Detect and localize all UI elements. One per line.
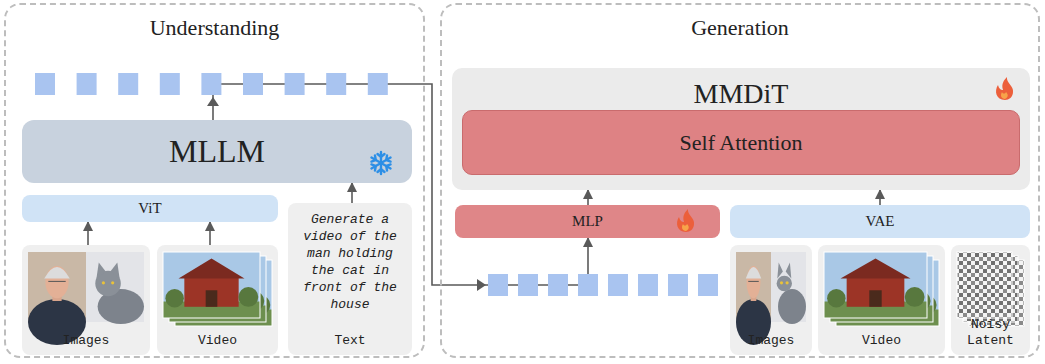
- encoder-box: VAE: [730, 205, 1030, 238]
- token: [488, 274, 508, 296]
- token: [201, 73, 221, 95]
- flow-arrow: [587, 190, 589, 205]
- projector-box: MLP: [455, 205, 720, 238]
- input-box: Generate a video of the man holding the …: [288, 203, 412, 355]
- token: [35, 73, 55, 95]
- token: [118, 73, 138, 95]
- token: [668, 274, 688, 296]
- token: [243, 73, 263, 95]
- flow-arrow: [879, 190, 881, 205]
- input-box: Images: [730, 245, 812, 355]
- token: [518, 274, 538, 296]
- node-label: Generate a video of the man holding the …: [292, 211, 408, 313]
- model-box: MLLM: [22, 120, 412, 183]
- flow-arrow: [87, 222, 89, 245]
- token: [326, 73, 346, 95]
- node-label: VAE: [866, 213, 895, 230]
- node-label: MLLM: [169, 133, 265, 170]
- node-label: MLP: [572, 213, 603, 230]
- node-label: Noisy Latent: [954, 317, 1027, 349]
- arrow-head: [477, 279, 486, 291]
- node-label: MMDiT: [694, 78, 789, 110]
- token-row: [35, 73, 388, 95]
- node-caption: Text: [334, 333, 365, 349]
- token: [578, 274, 598, 296]
- token: [160, 73, 180, 95]
- encoder-box: ViT: [22, 195, 278, 222]
- arrow-head: [207, 97, 219, 106]
- token: [285, 73, 305, 95]
- layer-box: Self Attention: [462, 110, 1020, 175]
- node-label: ViT: [138, 200, 161, 217]
- node-label: Images: [748, 333, 795, 349]
- input-box: Video: [157, 245, 278, 355]
- node-label: Video: [198, 333, 237, 349]
- token-row: [488, 274, 718, 296]
- flow-arrow: [209, 222, 211, 245]
- token: [77, 73, 97, 95]
- token: [608, 274, 628, 296]
- section-panel: GenerationMMDiT Self AttentionMLP VAE Image…: [440, 3, 1040, 358]
- model-box: MMDiT Self Attention: [452, 68, 1030, 190]
- node-label: Images: [63, 333, 110, 349]
- node-label: Generation: [691, 15, 789, 40]
- flow-arrow: [351, 183, 353, 203]
- input-box: Video: [818, 245, 945, 355]
- token: [548, 274, 568, 296]
- input-box: Images: [22, 245, 150, 355]
- token: [638, 274, 658, 296]
- node-label: Understanding: [150, 15, 280, 40]
- node-label: Self Attention: [680, 130, 803, 155]
- input-box: Noisy Latent: [951, 245, 1030, 355]
- token: [698, 274, 718, 296]
- node-label: Video: [862, 333, 901, 349]
- token: [368, 73, 388, 95]
- section-panel: UnderstandingMLLM ViT Images Video Generate …: [4, 3, 425, 358]
